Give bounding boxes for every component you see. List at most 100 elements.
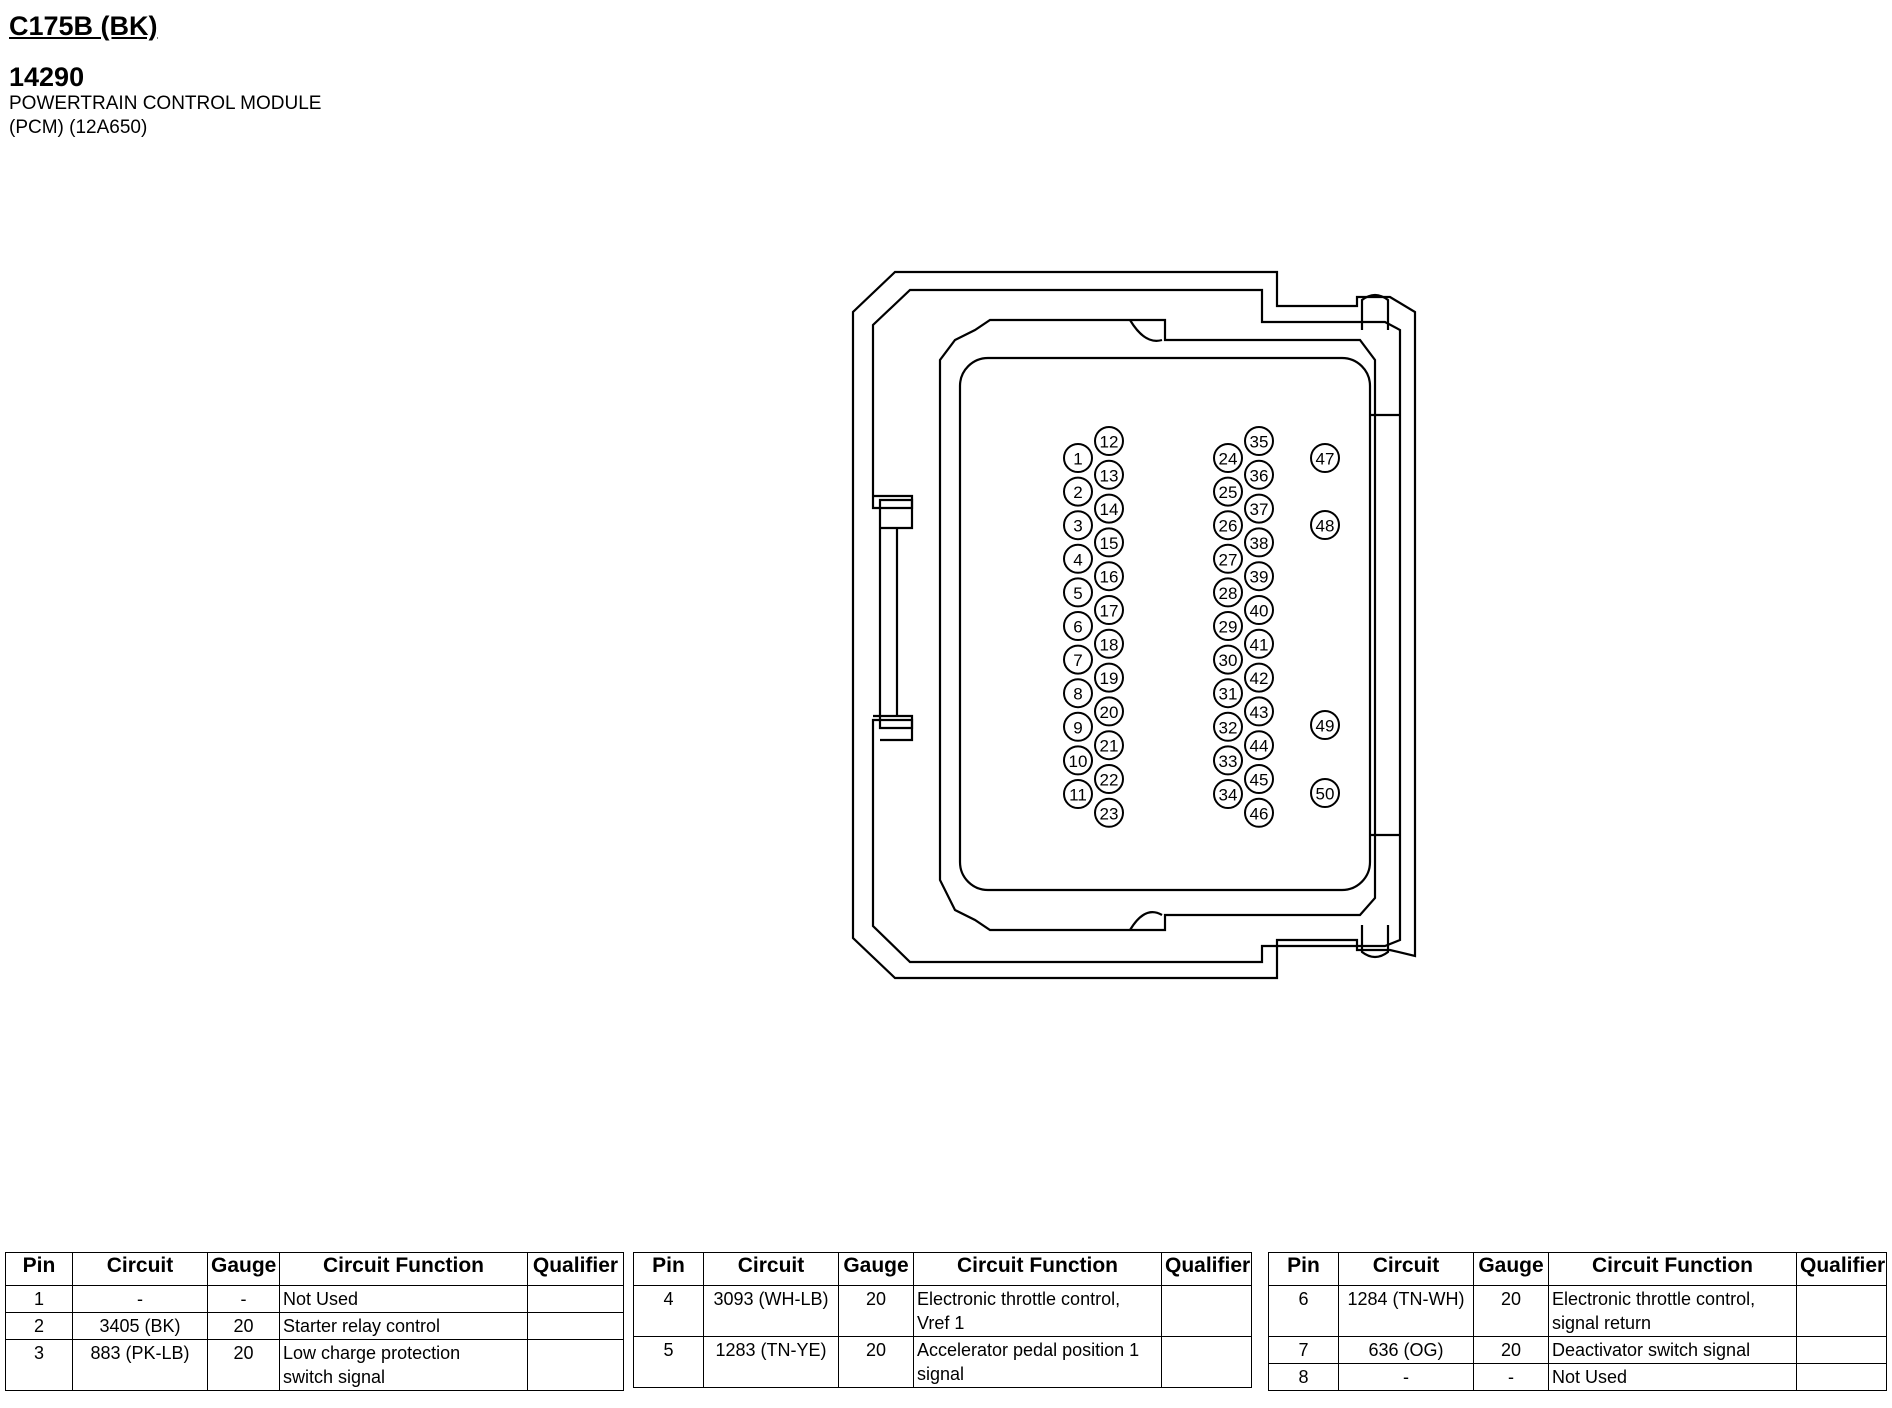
pin-cavity: 15 — [1094, 527, 1124, 558]
pin-circle — [1310, 710, 1340, 740]
function-line: Vref 1 — [917, 1313, 965, 1333]
function-cell: Electronic throttle control,Vref 1 — [913, 1285, 1162, 1337]
header-circuit-function: Circuit Function — [913, 1252, 1162, 1286]
pin-number: 15 — [1100, 534, 1119, 553]
pin-cavity: 50 — [1310, 778, 1340, 808]
pin-circle — [1244, 797, 1274, 828]
pin-cavity: 33 — [1213, 745, 1243, 776]
pin-table-1: Pin Circuit Gauge Circuit Function Quali… — [5, 1252, 624, 1391]
qualifier-cell — [1161, 1285, 1252, 1337]
pin-number: 17 — [1100, 602, 1119, 621]
pin-circle — [1094, 527, 1124, 558]
header-pin: Pin — [5, 1252, 73, 1286]
pin-cavity: 22 — [1094, 764, 1124, 794]
pin-circle — [1310, 778, 1340, 808]
pin-circle — [1244, 730, 1274, 761]
pin-circle — [1310, 510, 1340, 540]
part-number: 14290 — [9, 62, 85, 92]
circuit-cell: - — [72, 1285, 208, 1313]
pin-number: 26 — [1219, 517, 1238, 536]
pin-cavity: 14 — [1094, 493, 1124, 524]
header-gauge: Gauge — [207, 1252, 280, 1286]
pin-circle — [1063, 510, 1093, 541]
pin-cavity: 4 — [1063, 543, 1093, 574]
pin-number: 16 — [1100, 568, 1119, 587]
pin-cavity: 6 — [1063, 611, 1093, 641]
pin-circle — [1063, 611, 1093, 641]
pin-cavity: 39 — [1244, 561, 1274, 592]
pin-circle — [1063, 678, 1093, 709]
pin-number: 33 — [1219, 752, 1238, 771]
header-qualifier: Qualifier — [1796, 1252, 1887, 1286]
pin-circle — [1213, 644, 1243, 675]
pin-number: 28 — [1219, 584, 1238, 603]
gauge-cell: - — [207, 1285, 280, 1313]
circuit-cell: 1284 (TN-WH) — [1338, 1285, 1474, 1337]
connector-header: C175B (BK) 14290 POWERTRAIN CONTROL MODU… — [9, 10, 321, 140]
pin-number: 5 — [1073, 584, 1082, 603]
gauge-cell: 20 — [1473, 1336, 1549, 1364]
pin-circle — [1063, 543, 1093, 574]
pin-number: 45 — [1250, 771, 1269, 790]
housing-top-latch — [1360, 293, 1390, 330]
pin-cavity: 36 — [1244, 459, 1274, 490]
header-gauge: Gauge — [838, 1252, 914, 1286]
pin-circle — [1244, 764, 1274, 794]
pin-number: 30 — [1219, 651, 1238, 670]
pin-circle — [1063, 779, 1093, 809]
circuit-cell: 1283 (TN-YE) — [703, 1336, 839, 1388]
function-line: signal return — [1552, 1313, 1652, 1333]
pin-circle — [1213, 543, 1243, 574]
pin-cavity: 3 — [1063, 510, 1093, 541]
qualifier-cell — [1796, 1363, 1887, 1391]
pin-cavity: 21 — [1094, 730, 1124, 761]
gauge-cell: - — [1473, 1363, 1549, 1391]
pin-number: 24 — [1219, 450, 1238, 469]
pin-number: 7 — [1073, 651, 1082, 670]
pin-cell: 7 — [1268, 1336, 1339, 1364]
pin-cavity: 28 — [1213, 577, 1243, 608]
housing-inner-outline — [871, 288, 1402, 964]
qualifier-cell — [1796, 1285, 1887, 1337]
pin-number: 12 — [1100, 433, 1119, 452]
qualifier-cell — [1796, 1336, 1887, 1364]
pin-cavity: 16 — [1094, 561, 1124, 592]
housing-outer-outline — [851, 270, 1417, 980]
pin-cavity: 5 — [1063, 577, 1093, 608]
pin-number: 36 — [1250, 466, 1269, 485]
function-line: signal — [917, 1364, 965, 1384]
pin-face-area — [958, 356, 1372, 892]
header-qualifier: Qualifier — [527, 1252, 624, 1286]
pin-cavity: 11 — [1063, 779, 1093, 809]
housing-bottom-key — [1129, 911, 1163, 931]
pin-cavity: 41 — [1244, 628, 1274, 659]
function-cell: Deactivator switch signal — [1548, 1336, 1797, 1364]
pin-circle — [1244, 527, 1274, 558]
pin-number: 42 — [1250, 669, 1269, 688]
pin-circle — [1063, 711, 1093, 742]
pin-cavity: 46 — [1244, 797, 1274, 828]
pin-number: 1 — [1073, 450, 1082, 469]
pin-cavity: 49 — [1310, 710, 1340, 740]
pin-cavity: 25 — [1213, 476, 1243, 507]
function-line: Not Used — [283, 1289, 359, 1309]
function-cell: Electronic throttle control,signal retur… — [1548, 1285, 1797, 1337]
function-cell: Not Used — [1548, 1363, 1797, 1391]
pin-number: 47 — [1316, 450, 1335, 469]
pin-number: 21 — [1100, 737, 1119, 756]
circuit-cell: 883 (PK-LB) — [72, 1339, 208, 1391]
pin-number: 37 — [1250, 500, 1269, 519]
pin-circle — [1063, 745, 1093, 776]
pin-cell: 2 — [5, 1312, 73, 1340]
gauge-cell: 20 — [838, 1285, 914, 1337]
pin-number: 27 — [1219, 550, 1238, 569]
connector-housing — [851, 270, 1417, 980]
header-circuit-function: Circuit Function — [279, 1252, 528, 1286]
circuit-cell: 3405 (BK) — [72, 1312, 208, 1340]
pin-number: 13 — [1100, 466, 1119, 485]
